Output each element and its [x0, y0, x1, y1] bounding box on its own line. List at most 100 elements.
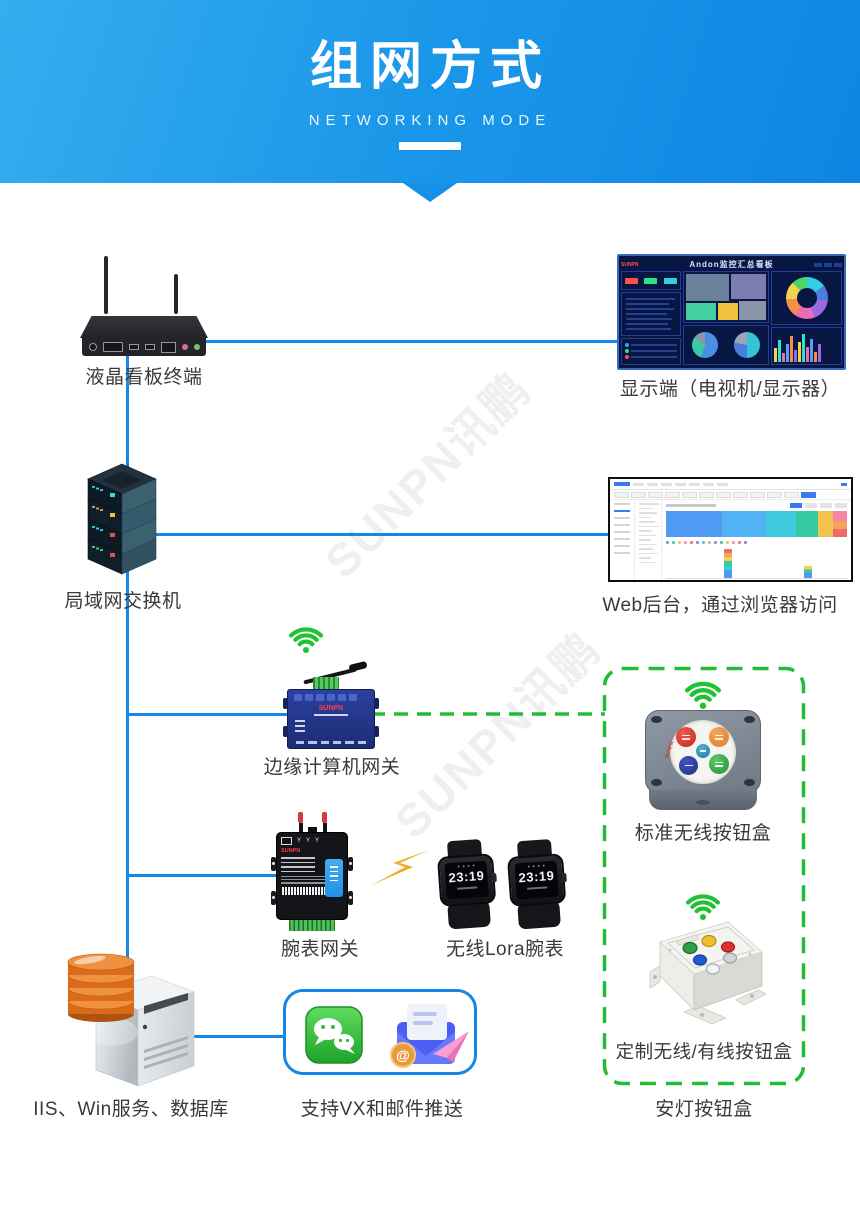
- connector-edgegateway-andon-dashed: [371, 712, 605, 716]
- watermark: SUNPN讯鹏: [314, 362, 541, 588]
- indicator-panel: [325, 859, 343, 897]
- wechat-icon: [305, 1006, 363, 1064]
- connector-settop-display: [204, 340, 618, 343]
- dashboard-title: Andon监控汇总看板: [689, 260, 774, 269]
- custom-button-box-device: [649, 921, 767, 1025]
- label-display: 显示端（电视机/显示器）: [619, 379, 841, 400]
- watch-screen: 23:19: [514, 860, 559, 900]
- web-topbar: [610, 479, 851, 490]
- spec-lines: [281, 857, 343, 872]
- dashboard-brand: SUNPN: [621, 261, 639, 268]
- dashboard-treemap: [683, 271, 769, 323]
- dashboard-table: [621, 292, 681, 337]
- gateway-brand: SUNPN: [318, 705, 344, 712]
- gateway-model-line: [314, 714, 348, 716]
- lan-port: [160, 341, 176, 353]
- edge-gateway-device: SUNPN: [283, 658, 379, 752]
- wifi-icon: [289, 627, 323, 654]
- connector-trunk-vertical: [126, 352, 129, 964]
- settop-front-ports: [82, 338, 206, 356]
- gateway-leds: [295, 720, 305, 735]
- buttonbox-panel: SUNPN: [664, 720, 736, 784]
- wifi-icon: [684, 681, 722, 709]
- label-lora-watch: 无线Lora腕表: [445, 939, 565, 960]
- andon-group-dashed-border: [602, 666, 806, 1086]
- connector-server-push: [193, 1035, 285, 1038]
- screw-hole: [651, 779, 662, 786]
- gateway-port-strip: [294, 693, 368, 702]
- web-title-row: [666, 503, 847, 508]
- lan-switch-device: [87, 463, 157, 575]
- gateway-terminal-block: [313, 677, 339, 690]
- lcd-board-terminal-device: [80, 256, 208, 356]
- wifi-icon: [686, 894, 720, 921]
- watch-case: 23:19: [506, 853, 567, 907]
- watch-gateway-brand: SUNPN: [281, 848, 301, 854]
- label-server: IIS、Win服务、数据库: [33, 1099, 229, 1120]
- connector-trunk-edgegateway: [128, 713, 288, 716]
- at-symbol: @: [396, 1047, 410, 1063]
- page-title: 组网方式: [309, 38, 550, 96]
- web-legend-dots: [666, 539, 847, 545]
- web-treemap: [666, 511, 847, 537]
- header-banner: 组网方式 NETWORKING MODE: [0, 0, 860, 183]
- label-push: 支持VX和邮件推送: [300, 1099, 464, 1120]
- web-tab-row: [610, 490, 851, 500]
- center-button: [696, 744, 710, 758]
- dashboard-header-chips: [808, 262, 842, 267]
- screw-hole: [651, 716, 662, 723]
- gateway-bottom-ports: [296, 741, 366, 744]
- label-edge-gateway: 边缘计算机网关: [263, 757, 401, 778]
- label-switch: 局域网交换机: [64, 591, 182, 612]
- watch-screen: 23:19: [444, 860, 489, 900]
- server-database-device: [67, 953, 196, 1087]
- lora-watch: 23:19: [501, 838, 575, 933]
- antenna: [104, 256, 108, 314]
- watermark: SUNPN讯鹏: [384, 622, 611, 848]
- audio-jack-green: [193, 344, 200, 350]
- barcode: [281, 886, 337, 895]
- web-tree-panel: [635, 500, 662, 580]
- settop-top-face: [80, 316, 208, 338]
- label-settop: 液晶看板终端: [85, 367, 203, 388]
- gateway-body: SUNPN: [283, 689, 379, 749]
- address-lines: [281, 876, 327, 884]
- dashboard-pie-charts: [683, 325, 769, 365]
- database-cylinders: [67, 953, 135, 1022]
- dashboard-stat-tiles: [621, 271, 681, 291]
- push-group-border: [283, 989, 477, 1075]
- web-bar-chart: [666, 546, 847, 579]
- screw-hole: [744, 716, 755, 723]
- dashboard-body: [621, 271, 842, 365]
- connector-switch-web: [152, 533, 608, 536]
- dashboard-header: SUNPN Andon监控汇总看板: [621, 258, 842, 271]
- connector-trunk-watchgateway: [128, 874, 276, 877]
- gateway-antenna-tip: [348, 660, 368, 673]
- usb-port: [144, 344, 155, 350]
- wireless-lightning-icon: [372, 850, 429, 885]
- label-watch-gateway: 腕表网关: [280, 939, 359, 960]
- dashboard-donut-chart: [771, 271, 842, 325]
- hdmi-port: [102, 342, 123, 352]
- label-andon-group: 安灯按钮盒: [655, 1099, 753, 1120]
- watch-time: 23:19: [448, 867, 485, 886]
- antenna: [174, 274, 178, 314]
- orange-button: [709, 727, 729, 747]
- dashboard-status-rows: [621, 338, 681, 365]
- green-button: [709, 754, 729, 774]
- watch-time: 23:19: [518, 867, 555, 886]
- label-web: Web后台，通过浏览器访问: [602, 595, 838, 616]
- terminal-strip: [289, 920, 335, 931]
- dashboard-bar-chart: [771, 327, 842, 365]
- page-subtitle: NETWORKING MODE: [308, 112, 552, 129]
- blue-button: [679, 756, 698, 775]
- watch-case: 23:19: [436, 853, 497, 907]
- standard-button-box-device: SUNPN: [645, 710, 761, 812]
- lora-watch: 23:19: [431, 838, 505, 933]
- usb-port: [128, 344, 139, 350]
- web-sidebar: [610, 500, 635, 580]
